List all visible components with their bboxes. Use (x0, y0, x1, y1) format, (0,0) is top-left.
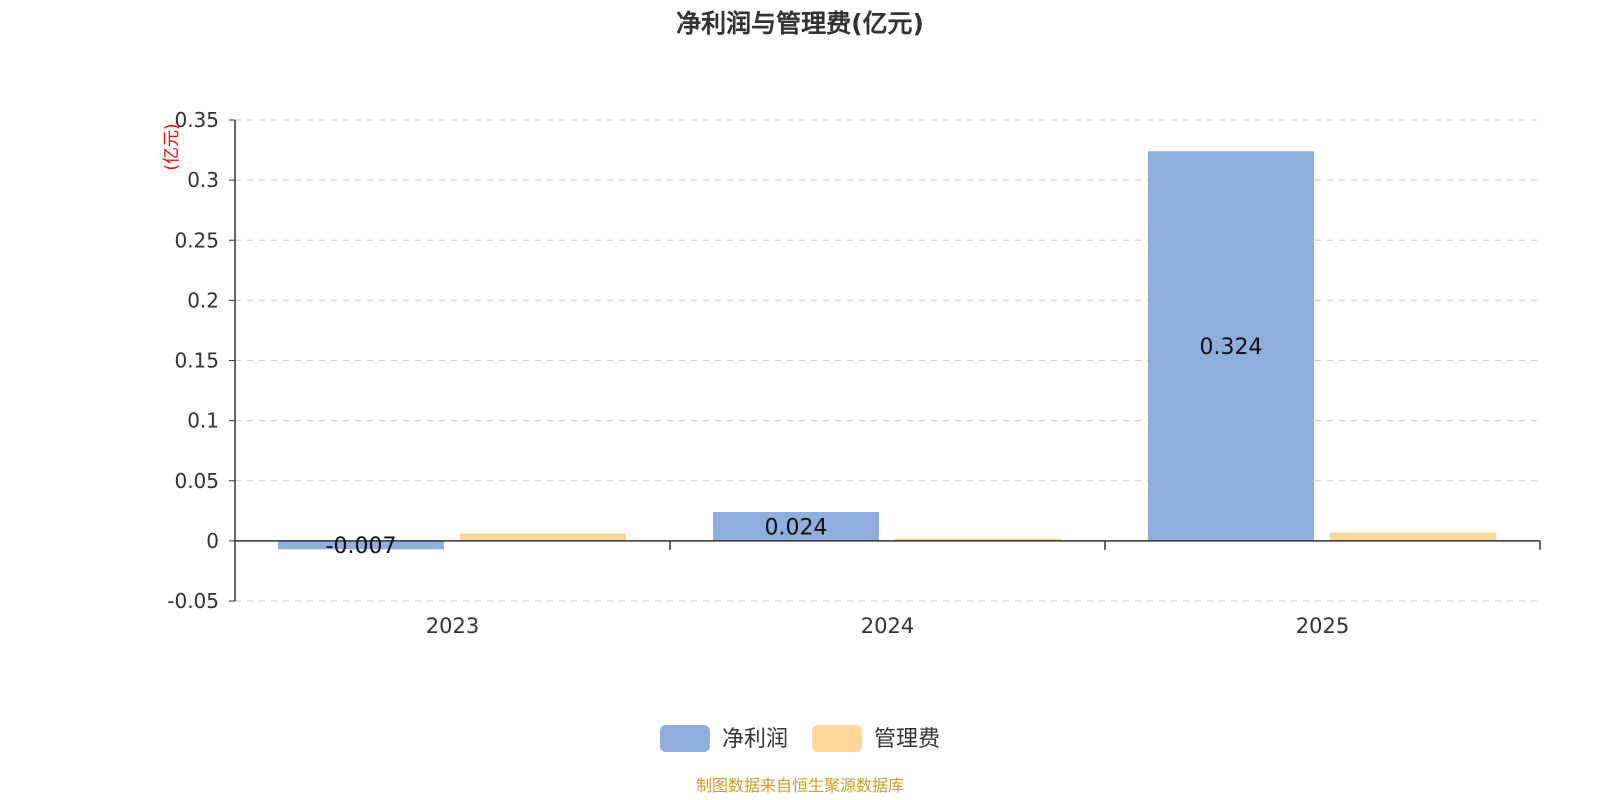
y-tick-label: 0.35 (174, 108, 219, 132)
legend-swatch (660, 725, 710, 752)
bar-admin-expense[interactable] (895, 538, 1061, 541)
y-tick-label: 0.1 (187, 409, 219, 433)
grid (235, 119, 1540, 602)
legend[interactable]: 净利润 管理费 (660, 725, 940, 752)
bars (278, 151, 1496, 550)
y-tick-label: 0.15 (174, 349, 219, 373)
legend-swatch (812, 725, 862, 752)
data-label: -0.007 (326, 534, 397, 559)
bar-net-profit[interactable] (1148, 151, 1314, 541)
bar-admin-expense[interactable] (1330, 532, 1496, 541)
y-tick-label: -0.05 (167, 589, 219, 613)
data-label: 0.324 (1200, 335, 1263, 360)
chart-title: 净利润与管理费(亿元) (676, 9, 924, 38)
y-tick-label: 0.05 (174, 469, 219, 493)
bar-net-profit[interactable] (713, 512, 879, 541)
bar-admin-expense[interactable] (460, 533, 626, 541)
y-axis-unit-label: (亿元) (162, 123, 182, 170)
y-tick-label: 0.25 (174, 228, 219, 252)
bar-net-profit[interactable] (278, 540, 444, 550)
x-tick-label: 2024 (861, 614, 914, 638)
x-tick-label: 2023 (426, 614, 479, 638)
x-tick-label: 2025 (1296, 614, 1349, 638)
legend-item[interactable]: 管理费 (812, 725, 940, 752)
legend-item[interactable]: 净利润 (660, 725, 788, 752)
y-tick-label: 0.2 (187, 288, 219, 312)
y-tick-label: 0 (206, 529, 219, 553)
legend-label: 管理费 (874, 727, 940, 752)
axes: -0.05 0 0.05 0.1 0.15 0.2 0.25 0.3 0.35 2023 2024 2… (167, 108, 1541, 638)
legend-label: 净利润 (722, 727, 788, 752)
data-label: 0.024 (765, 515, 828, 540)
data-labels: -0.007 0.024 0.324 (326, 335, 1263, 559)
y-tick-label: 0.3 (187, 168, 219, 192)
data-source-note: 制图数据来自恒生聚源数据库 (696, 776, 904, 795)
